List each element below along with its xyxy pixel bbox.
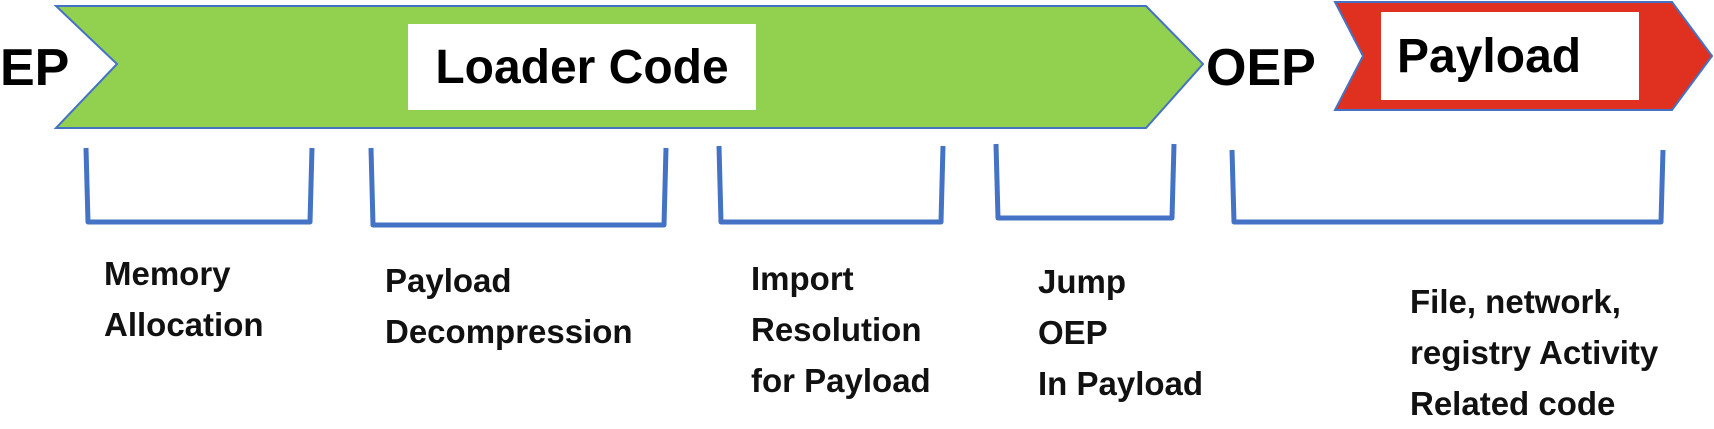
caption-line: Memory xyxy=(104,255,231,292)
caption-line: File, network, xyxy=(1410,283,1621,320)
caption-line: Decompression xyxy=(385,313,633,350)
caption-line: registry Activity xyxy=(1410,334,1659,371)
caption-line: Resolution xyxy=(751,311,922,348)
oep-label: OEP xyxy=(1206,39,1316,97)
caption-line: Jump xyxy=(1038,263,1127,300)
payload-title: Payload xyxy=(1381,12,1639,100)
phase-bracket xyxy=(716,145,946,225)
phase-bracket xyxy=(368,147,669,228)
phase-caption-jump-oep: Jump OEP In Payload xyxy=(1038,256,1203,409)
phase-bracket xyxy=(83,147,315,225)
phase-caption-import-resolution: Import Resolution for Payload xyxy=(751,253,931,406)
phase-bracket xyxy=(1229,149,1666,225)
caption-line: Import xyxy=(751,260,854,297)
phase-caption-payload-decompression: Payload Decompression xyxy=(385,255,633,357)
caption-line: In Payload xyxy=(1038,365,1204,402)
caption-line: Related code xyxy=(1410,385,1616,422)
loader-code-title: Loader Code xyxy=(408,24,756,110)
phase-bracket xyxy=(993,143,1177,221)
caption-line: for Payload xyxy=(751,362,931,399)
caption-line: Payload xyxy=(385,262,512,299)
ep-label: EP xyxy=(0,39,70,97)
caption-line: OEP xyxy=(1038,314,1108,351)
caption-line: Allocation xyxy=(104,306,264,343)
phase-caption-memory-allocation: Memory Allocation xyxy=(104,248,264,350)
phase-caption-payload-activity: File, network, registry Activity Related… xyxy=(1410,276,1658,429)
